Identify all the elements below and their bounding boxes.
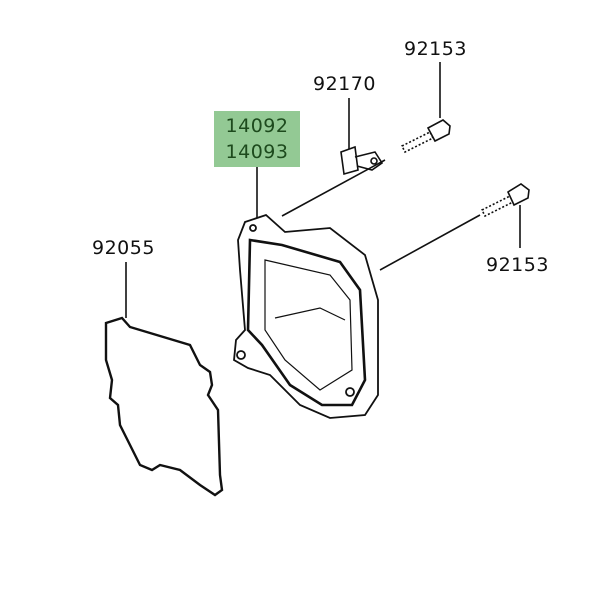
part-number-cover-1: 14092 xyxy=(225,115,289,137)
part-label-bolt-right: 92153 xyxy=(486,254,549,276)
axis-line-1 xyxy=(281,159,386,217)
part-label-cover-highlighted[interactable]: 14092 14093 xyxy=(214,111,300,167)
bolt-right xyxy=(480,183,530,218)
part-label-gasket: 92055 xyxy=(92,237,155,259)
gasket xyxy=(104,316,224,497)
part-label-bolt-top: 92153 xyxy=(404,38,467,60)
bolt-top xyxy=(400,119,451,154)
part-number-cover-2: 14093 xyxy=(225,141,289,163)
part-label-clamp: 92170 xyxy=(313,73,376,95)
clamp xyxy=(340,145,384,176)
axis-line-2 xyxy=(379,214,481,271)
cover xyxy=(233,213,379,419)
